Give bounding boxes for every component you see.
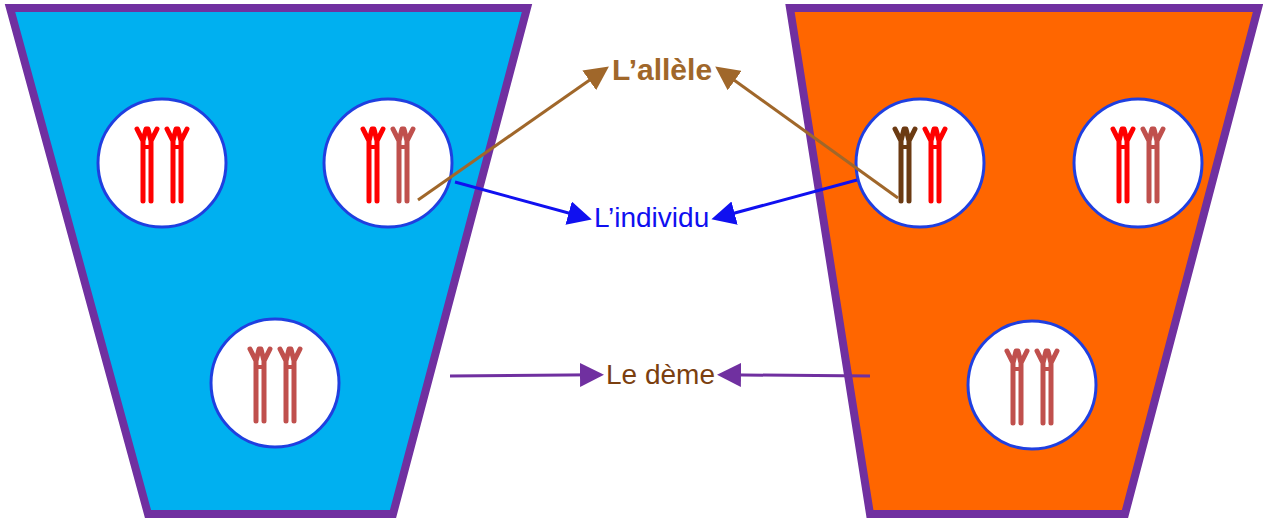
chromosome bbox=[167, 129, 187, 201]
leader-line bbox=[418, 70, 604, 200]
chromosome bbox=[1037, 351, 1057, 423]
centromere bbox=[369, 145, 377, 149]
leader-line bbox=[717, 180, 857, 218]
centromere bbox=[286, 365, 294, 369]
chromatid bbox=[393, 129, 402, 201]
centromere bbox=[931, 145, 939, 149]
centromere bbox=[1119, 145, 1127, 149]
chromatid bbox=[261, 349, 270, 421]
chromatid bbox=[1018, 351, 1027, 423]
individual-circle bbox=[211, 319, 339, 447]
chromatid bbox=[1154, 129, 1163, 201]
chromatid bbox=[137, 129, 146, 201]
individual-circle bbox=[324, 99, 452, 227]
centromere bbox=[143, 145, 151, 149]
centromere bbox=[1149, 145, 1157, 149]
centromere bbox=[256, 365, 264, 369]
chromosome bbox=[393, 129, 413, 201]
chromatid bbox=[895, 129, 904, 201]
chromosome bbox=[280, 349, 300, 421]
leader-line bbox=[455, 182, 586, 218]
chromatid bbox=[1124, 129, 1133, 201]
part-label: L’individu bbox=[594, 201, 709, 235]
chromatid bbox=[374, 129, 383, 201]
individual-circle bbox=[856, 99, 984, 227]
chromatid bbox=[250, 349, 259, 421]
chromosome bbox=[137, 129, 157, 201]
chromatid bbox=[936, 129, 945, 201]
part-label: Le dème bbox=[606, 358, 715, 392]
chromatid bbox=[167, 129, 176, 201]
chromatid bbox=[1007, 351, 1016, 423]
leader-line bbox=[450, 375, 598, 376]
chromosome bbox=[250, 349, 270, 421]
chromatid bbox=[148, 129, 157, 201]
chromatid bbox=[925, 129, 934, 201]
individual-circle bbox=[98, 99, 226, 227]
chromatid bbox=[363, 129, 372, 201]
chromosome bbox=[363, 129, 383, 201]
deme-left bbox=[10, 8, 527, 514]
centromere bbox=[173, 145, 181, 149]
chromosome bbox=[1113, 129, 1133, 201]
chromosome bbox=[925, 129, 945, 201]
chromosome bbox=[895, 129, 915, 201]
individual-circle bbox=[1074, 99, 1202, 227]
centromere bbox=[1013, 367, 1021, 371]
centromere bbox=[399, 145, 407, 149]
chromatid bbox=[291, 349, 300, 421]
chromosome bbox=[1007, 351, 1027, 423]
leader-line bbox=[723, 375, 870, 376]
chromatid bbox=[404, 129, 413, 201]
centromere bbox=[1043, 367, 1051, 371]
part-label: L’allèle bbox=[612, 52, 712, 88]
chromatid bbox=[280, 349, 289, 421]
centromere bbox=[901, 145, 909, 149]
chromatid bbox=[1037, 351, 1046, 423]
chromatid bbox=[1048, 351, 1057, 423]
deme-right bbox=[790, 8, 1258, 514]
chromatid bbox=[906, 129, 915, 201]
chromatid bbox=[1113, 129, 1122, 201]
individual-circle bbox=[968, 321, 1096, 449]
leader-line bbox=[720, 70, 898, 198]
chromatid bbox=[1143, 129, 1152, 201]
chromosome bbox=[1143, 129, 1163, 201]
chromatid bbox=[178, 129, 187, 201]
